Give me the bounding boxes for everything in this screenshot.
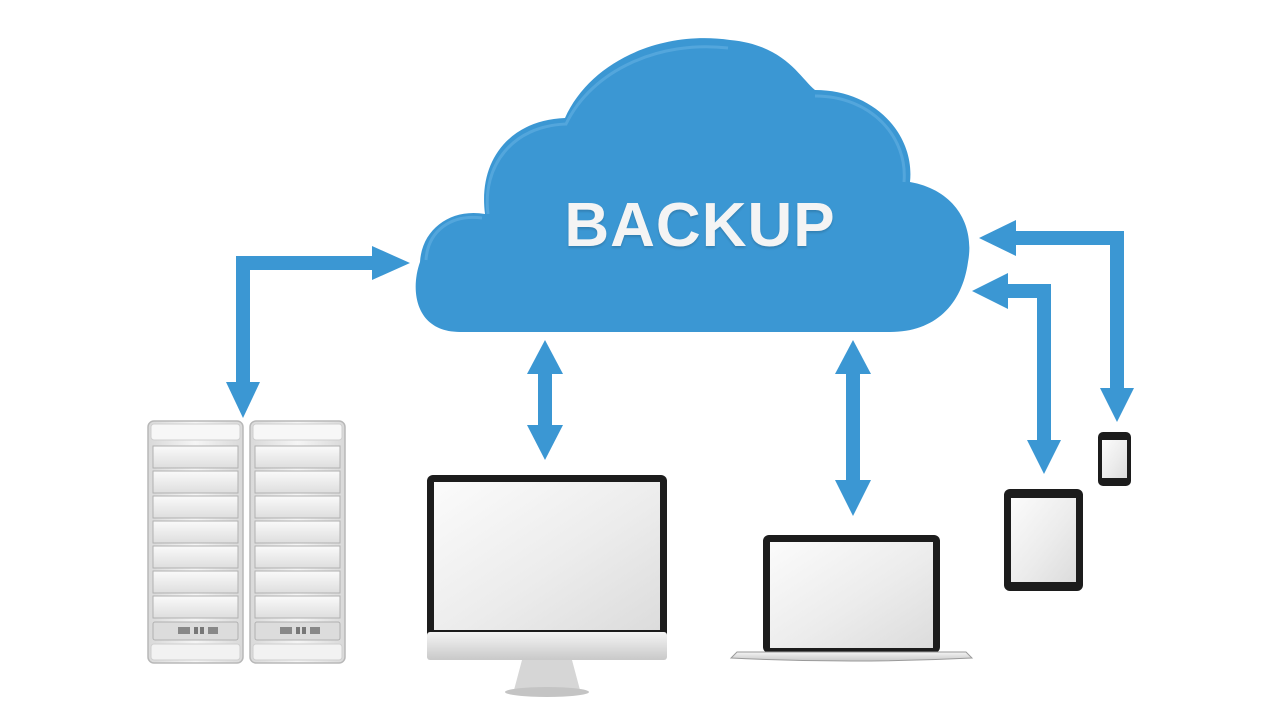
arrow-server [226,246,410,418]
cloud-shape [415,38,970,333]
arrow-smartphone [979,220,1134,422]
server-unit-left [147,420,244,664]
cloud-highlight-left [424,215,483,261]
monitor-icon [427,475,667,697]
cloud-label: BACKUP [564,191,836,260]
backup-cloud [415,38,970,333]
arrow-monitor [527,340,563,460]
smartphone-icon [1098,432,1131,486]
arrow-laptop [835,340,871,516]
cloud-highlight-right [814,94,906,183]
laptop-icon [729,535,974,662]
connection-arrows [226,220,1134,516]
cloud-highlight [485,45,729,215]
tablet-icon [1004,489,1083,591]
server-unit-right [249,420,346,664]
arrow-tablet [972,273,1061,474]
server-icon [147,420,346,664]
